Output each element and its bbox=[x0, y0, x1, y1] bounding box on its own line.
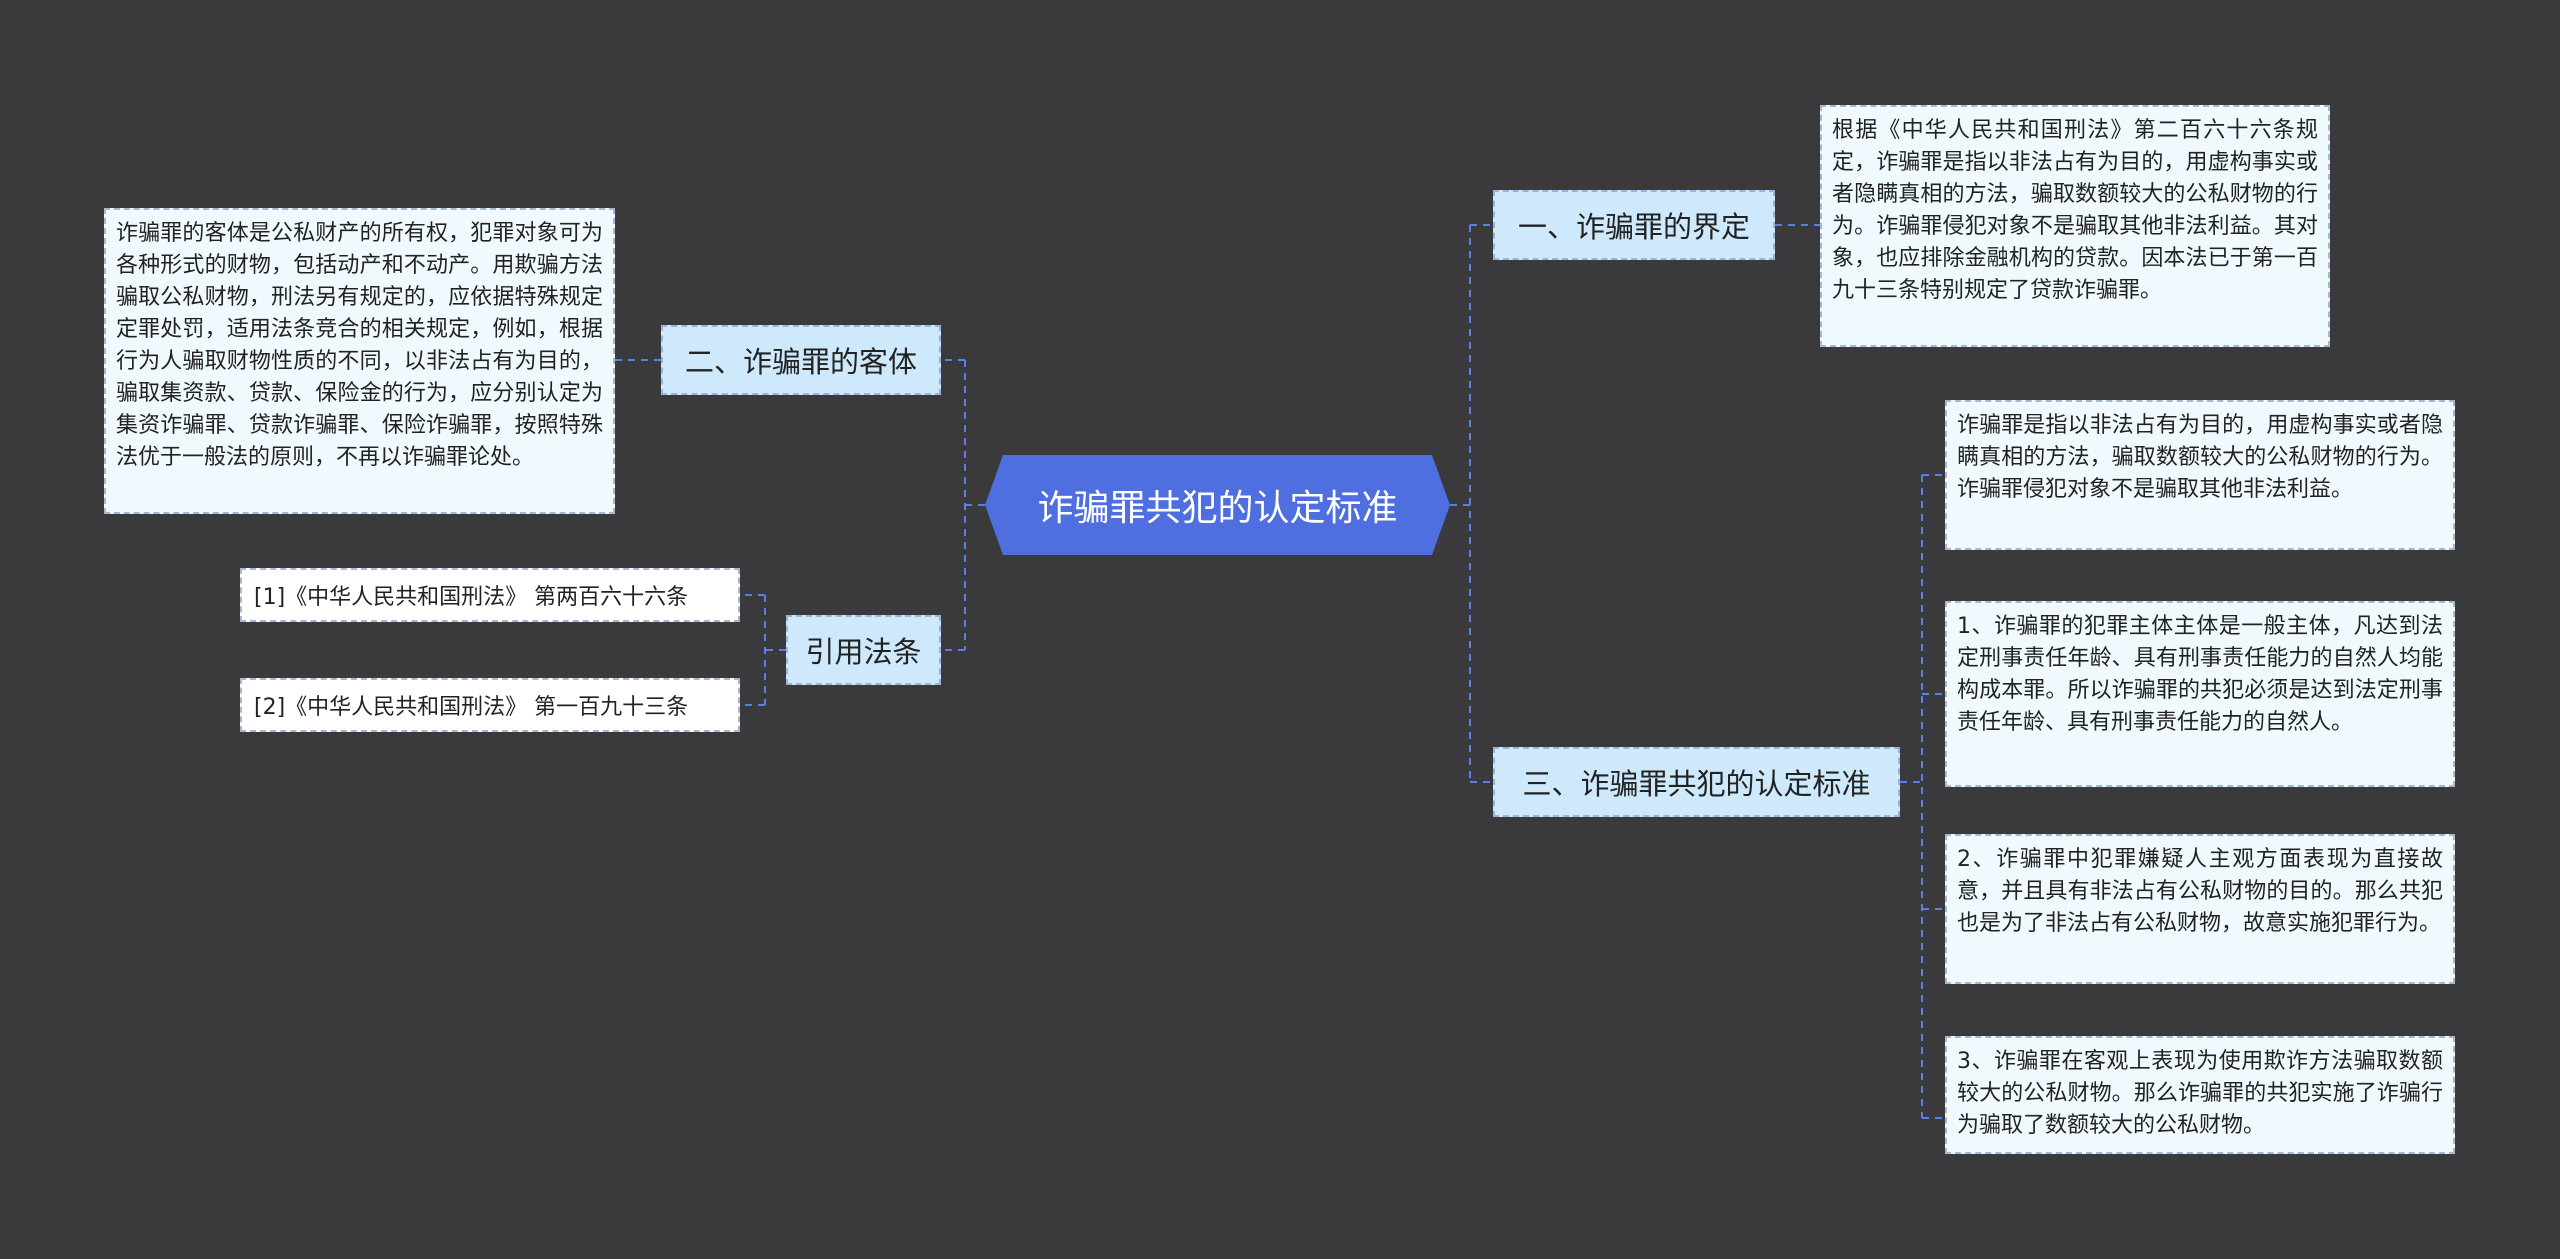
central-topic[interactable]: 诈骗罪共犯的认定标准 bbox=[985, 455, 1450, 555]
branch-object-label: 二、诈骗罪的客体 bbox=[684, 345, 917, 379]
leaf-accomplice-intro-text: 诈骗罪是指以非法占有为目的，用虚构事实或者隐瞒真相的方法，骗取数额较大的公私财物… bbox=[1957, 413, 2443, 502]
reference-item[interactable]: [1]《中华人民共和国刑法》 第两百六十六条 bbox=[240, 568, 740, 622]
leaf-object[interactable]: 诈骗罪的客体是公私财产的所有权，犯罪对象可为各种形式的财物，包括动产和不动产。用… bbox=[104, 208, 615, 514]
leaf-definition-text: 根据《中华人民共和国刑法》第二百六十六条规定，诈骗罪是指以非法占有为目的，用虚构… bbox=[1832, 118, 2318, 303]
leaf-accomplice-intro[interactable]: 诈骗罪是指以非法占有为目的，用虚构事实或者隐瞒真相的方法，骗取数额较大的公私财物… bbox=[1945, 400, 2455, 550]
leaf-accomplice-subject-text: 1、诈骗罪的犯罪主体主体是一般主体，凡达到法定刑事责任年龄、具有刑事责任能力的自… bbox=[1957, 614, 2443, 735]
branch-cited-laws-label: 引用法条 bbox=[805, 635, 922, 669]
branch-object[interactable]: 二、诈骗罪的客体 bbox=[661, 325, 941, 395]
reference-item[interactable]: [2]《中华人民共和国刑法》 第一百九十三条 bbox=[240, 678, 740, 732]
branch-accomplice-standard-label: 三、诈骗罪共犯的认定标准 bbox=[1522, 767, 1871, 801]
leaf-accomplice-act[interactable]: 3、诈骗罪在客观上表现为使用欺诈方法骗取数额较大的公私财物。那么诈骗罪的共犯实施… bbox=[1945, 1036, 2455, 1154]
leaf-accomplice-subject[interactable]: 1、诈骗罪的犯罪主体主体是一般主体，凡达到法定刑事责任年龄、具有刑事责任能力的自… bbox=[1945, 601, 2455, 787]
leaf-accomplice-intent[interactable]: 2、诈骗罪中犯罪嫌疑人主观方面表现为直接故意，并且具有非法占有公私财物的目的。那… bbox=[1945, 834, 2455, 984]
branch-definition-label: 一、诈骗罪的界定 bbox=[1517, 210, 1750, 244]
leaf-object-text: 诈骗罪的客体是公私财产的所有权，犯罪对象可为各种形式的财物，包括动产和不动产。用… bbox=[116, 221, 603, 470]
leaf-accomplice-intent-text: 2、诈骗罪中犯罪嫌疑人主观方面表现为直接故意，并且具有非法占有公私财物的目的。那… bbox=[1957, 847, 2443, 936]
branch-accomplice-standard[interactable]: 三、诈骗罪共犯的认定标准 bbox=[1493, 747, 1900, 817]
leaf-accomplice-act-text: 3、诈骗罪在客观上表现为使用欺诈方法骗取数额较大的公私财物。那么诈骗罪的共犯实施… bbox=[1957, 1049, 2443, 1138]
reference-item-text: [1]《中华人民共和国刑法》 第两百六十六条 bbox=[254, 585, 689, 610]
central-topic-label: 诈骗罪共犯的认定标准 bbox=[1037, 488, 1398, 529]
branch-definition[interactable]: 一、诈骗罪的界定 bbox=[1493, 190, 1775, 260]
reference-item-text: [2]《中华人民共和国刑法》 第一百九十三条 bbox=[254, 695, 689, 720]
leaf-definition[interactable]: 根据《中华人民共和国刑法》第二百六十六条规定，诈骗罪是指以非法占有为目的，用虚构… bbox=[1820, 105, 2330, 347]
branch-cited-laws[interactable]: 引用法条 bbox=[786, 615, 941, 685]
